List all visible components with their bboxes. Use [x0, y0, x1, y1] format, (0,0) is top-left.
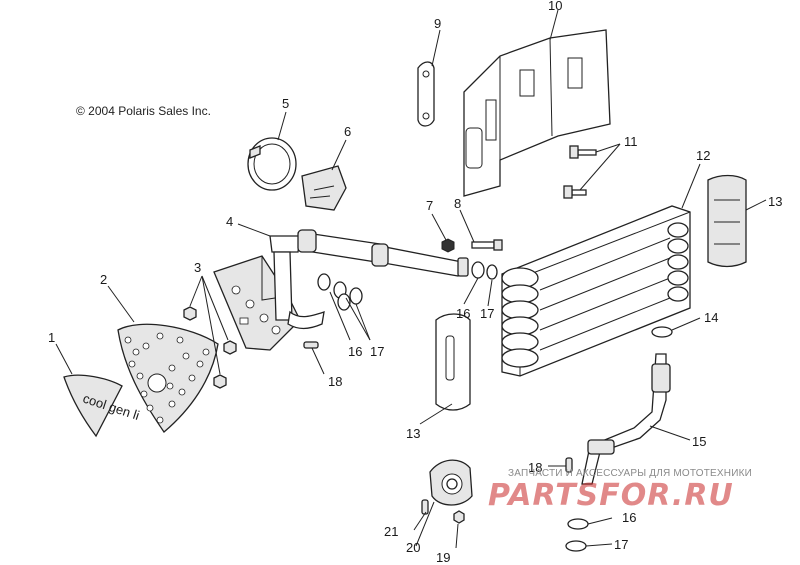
part-6-clip: [301, 165, 347, 211]
part-3-nuts: [183, 306, 237, 389]
callout-11: 11: [624, 134, 638, 149]
callout-17-bottom: 17: [614, 537, 628, 552]
part-10-shield: [463, 29, 611, 197]
callout-8: 8: [454, 196, 461, 211]
callout-1: 1: [48, 330, 55, 345]
callout-16-top: 16: [456, 306, 470, 321]
leader-lines: [55, 9, 767, 549]
part-2-cover: [117, 323, 219, 433]
callout-14: 14: [704, 310, 718, 325]
callout-10: 10: [548, 0, 562, 13]
part-7-nut: [441, 238, 455, 253]
callout-16-bottom: 16: [622, 510, 636, 525]
callout-16-left: 16: [348, 344, 362, 359]
callout-5: 5: [282, 96, 289, 111]
callout-12: 12: [696, 148, 710, 163]
callout-3: 3: [194, 260, 201, 275]
part-8-bolt: [471, 239, 503, 251]
callout-15: 15: [692, 434, 706, 449]
callout-6: 6: [344, 124, 351, 139]
part-4-hose: [269, 229, 469, 330]
part-12-cooler: [501, 205, 691, 377]
callout-20: 20: [406, 540, 420, 555]
callout-17-left: 17: [370, 344, 384, 359]
part-13-insulator-left: [435, 313, 471, 411]
callout-13-left: 13: [406, 426, 420, 441]
part-4-bracket: [213, 255, 301, 351]
part-20-switch: [429, 459, 473, 506]
part-16-17-rings: [317, 261, 589, 552]
callout-7: 7: [426, 198, 433, 213]
callout-2: 2: [100, 272, 107, 287]
part-19-nut: [453, 510, 465, 524]
part-9-strap: [417, 61, 435, 127]
callout-21: 21: [384, 524, 398, 539]
callout-18-left: 18: [328, 374, 342, 389]
part-15-line: [581, 353, 671, 485]
callout-13-right: 13: [768, 194, 782, 209]
callout-19: 19: [436, 550, 450, 565]
callout-9: 9: [434, 16, 441, 31]
part-11-bolts: [563, 145, 597, 199]
part-1-decal: cool gen li: [63, 374, 141, 438]
callout-18-bottom: 18: [528, 460, 542, 475]
callout-numbers: 1 2 3 4 5 6 7 8 9 10 11 12 13 13 14 15 1…: [48, 0, 782, 565]
copyright-text: © 2004 Polaris Sales Inc.: [76, 104, 211, 118]
part-13-insulator-right: [707, 174, 747, 268]
part-18-fittings: [303, 341, 573, 473]
callout-4: 4: [226, 214, 233, 229]
part-14-oring: [651, 326, 673, 338]
callout-17-top: 17: [480, 306, 494, 321]
part-21-screw: [421, 499, 429, 515]
cooler-fins: [501, 222, 689, 368]
watermark-logo: PARTSFOR.RU: [488, 478, 734, 513]
part-5-clamp: [247, 137, 297, 191]
watermark-caption: ЗАПЧАСТИ И АКСЕССУАРЫ ДЛЯ МОТОТЕХНИКИ: [508, 468, 753, 479]
